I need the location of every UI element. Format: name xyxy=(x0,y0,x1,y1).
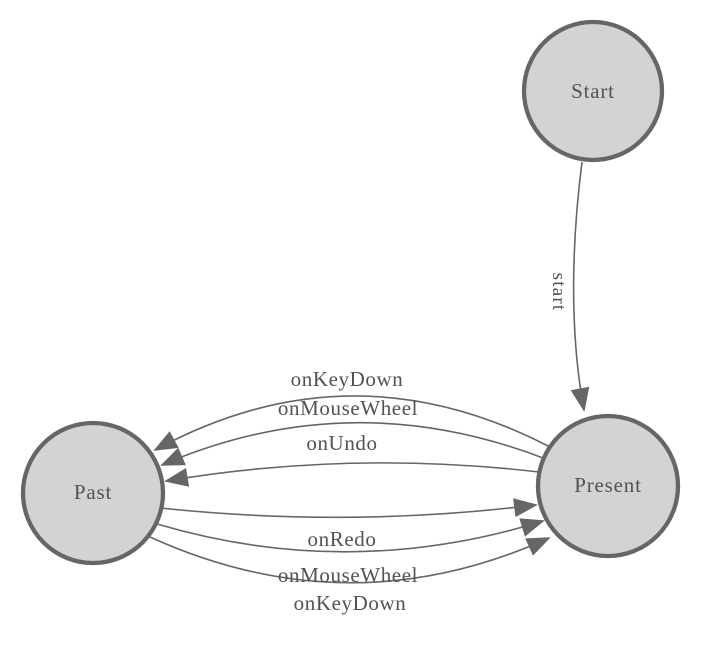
edge-label-start: start xyxy=(548,273,569,312)
edge-label-onredo: onRedo xyxy=(308,527,377,551)
edge-onkeydown-past-to-present xyxy=(149,536,551,584)
state-label-present: Present xyxy=(574,473,641,497)
edge-start-to-present xyxy=(570,161,590,412)
state-circle-past xyxy=(20,420,166,566)
edge-label-onmousewheel-bottom: onMouseWheel xyxy=(278,563,418,587)
edge-onmousewheel-past-to-present xyxy=(156,518,545,553)
state-node-past: Past xyxy=(20,420,166,566)
edge-onkeydown-present-to-past xyxy=(153,395,549,451)
edge-label-onmousewheel-top: onMouseWheel xyxy=(278,396,418,420)
edge-label-onkeydown-bottom: onKeyDown xyxy=(294,591,407,615)
state-circle-start xyxy=(521,19,665,163)
state-circle-present xyxy=(535,413,681,559)
edge-label-onkeydown-top: onKeyDown xyxy=(291,367,404,391)
state-label-past: Past xyxy=(74,480,112,504)
state-node-start: Start xyxy=(521,19,665,163)
state-label-start: Start xyxy=(571,79,615,103)
edge-label-onundo: onUndo xyxy=(306,431,377,455)
state-node-present: Present xyxy=(535,413,681,559)
edge-onmousewheel-present-to-past xyxy=(160,421,544,466)
edge-onundo-present-to-past xyxy=(164,462,540,487)
edge-onredo-past-to-present xyxy=(159,498,538,519)
